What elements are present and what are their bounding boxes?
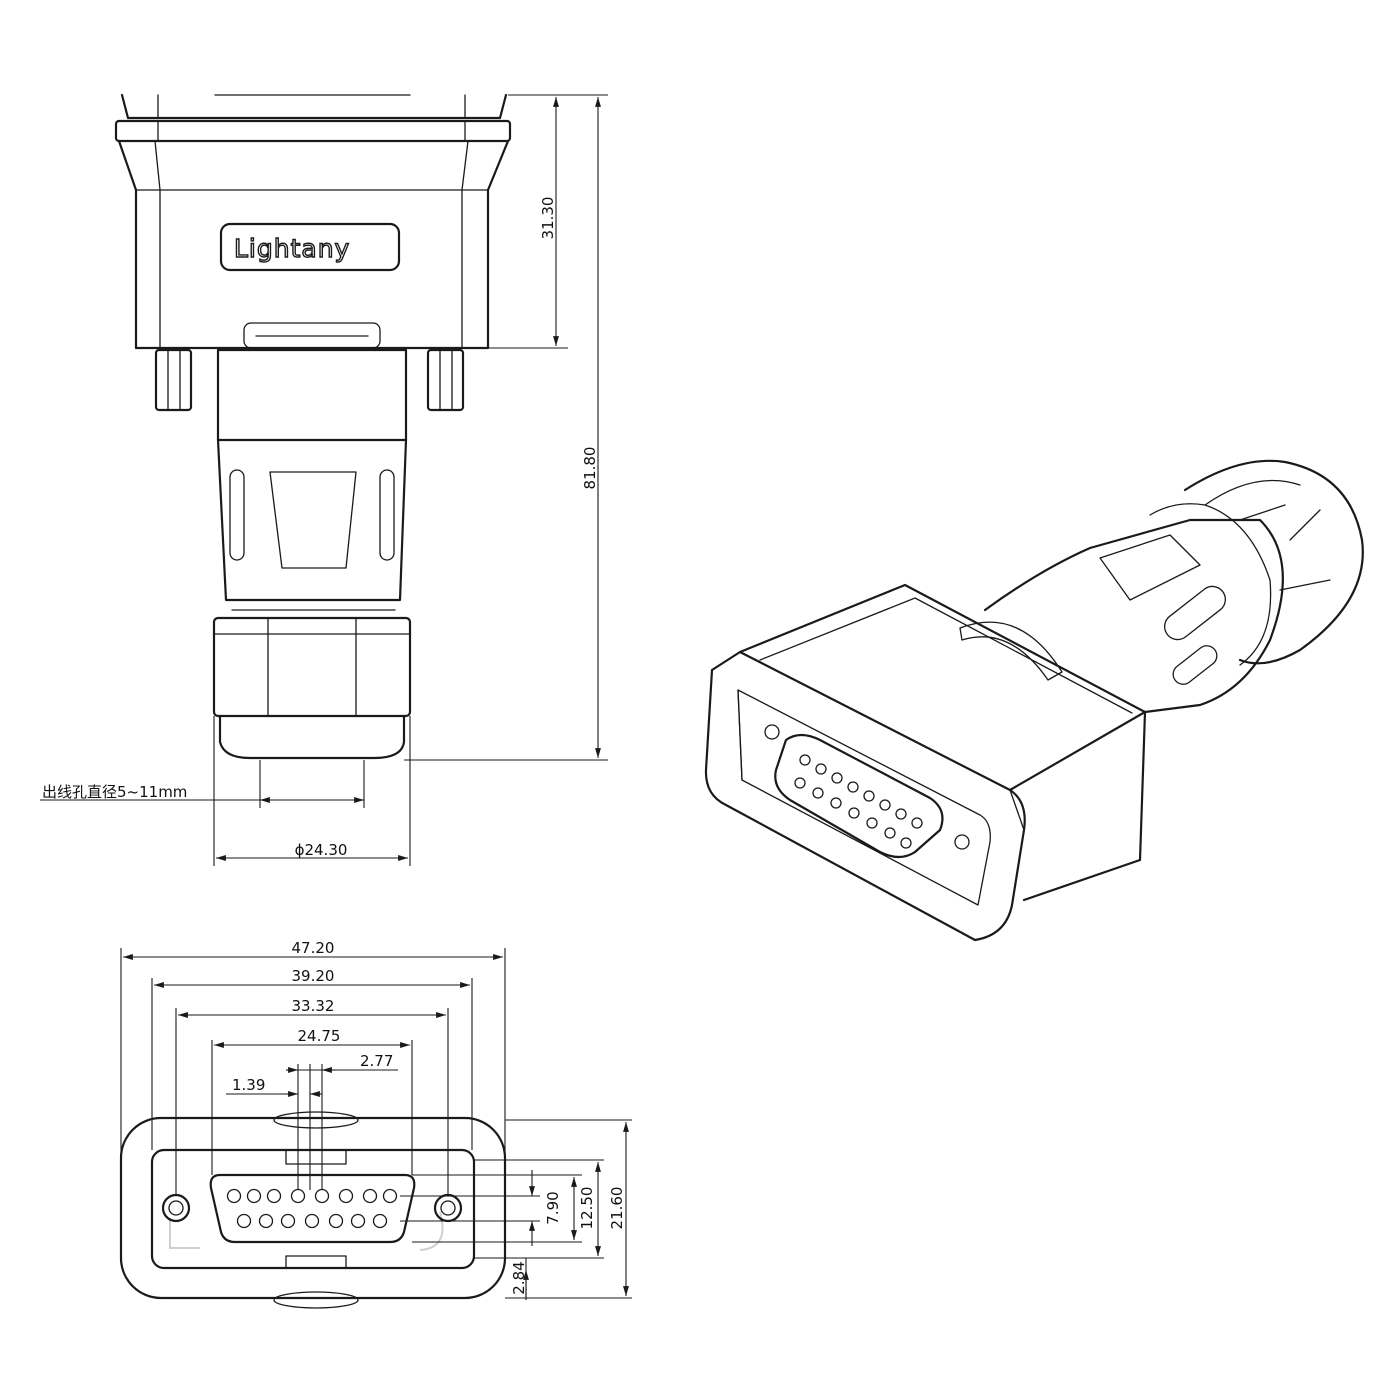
front-left-screw [161, 1193, 191, 1223]
front-right-screw [433, 1193, 463, 1223]
iso-pins [794, 754, 923, 849]
dim-pin-pitch: 2.77 [360, 1052, 393, 1070]
iso-body-top [738, 583, 1147, 792]
iso-body-side [1022, 710, 1147, 902]
left-screw [154, 348, 193, 412]
front-view [119, 1111, 507, 1309]
dim-bottom-offset: 2.84 [510, 1261, 528, 1294]
iso-latch [959, 621, 1063, 681]
sleeve-upper [216, 348, 408, 442]
hex-nut [212, 616, 412, 718]
dim-height-front: 21.60 [608, 1187, 626, 1230]
dim-height-body: 31.30 [539, 197, 557, 240]
right-screw [426, 348, 465, 412]
pin-row-bottom [236, 1213, 388, 1229]
dim-row-spacing: 7.90 [544, 1191, 562, 1224]
top-cap [120, 93, 508, 120]
front-view-dimensions: 47.20 39.20 33.32 24.75 1.39 2.77 [120, 939, 506, 1195]
iso-sleeve [983, 518, 1284, 714]
iso-screw-right [954, 834, 970, 850]
dim-width-total: 47.20 [292, 939, 335, 957]
dim-shell-width: 24.75 [298, 1027, 341, 1045]
rear-nut-top [273, 1111, 359, 1129]
dim-width-flange: 39.20 [292, 967, 335, 985]
front-housing [119, 1116, 507, 1300]
latch-tab [243, 322, 381, 349]
dim-pin-pitch-half: 1.39 [232, 1076, 265, 1094]
rear-nut-bottom [273, 1291, 359, 1309]
iso-d-sub [774, 733, 944, 859]
side-view-dimensions: 31.30 81.80 出线孔直径5~11mm ϕ24.30 [40, 94, 608, 866]
logo-badge [219, 222, 401, 272]
flange [114, 119, 512, 143]
dim-diameter-nut: ϕ24.30 [295, 841, 348, 859]
isometric-view [704, 459, 1364, 942]
side-view: Lightany [114, 93, 512, 760]
cable-seal [218, 714, 406, 760]
iso-screw-left [764, 724, 780, 740]
brand-logo: Lightany [234, 234, 350, 263]
dim-screw-pitch: 33.32 [292, 997, 335, 1015]
dim-height-total: 81.80 [581, 447, 599, 490]
cable-hole-note: 出线孔直径5~11mm [42, 783, 187, 801]
iso-front-frame [704, 650, 1026, 942]
front-recess [150, 1148, 476, 1270]
dim-shell-height: 12.50 [578, 1187, 596, 1230]
front-view-vertical-dimensions: 7.90 12.50 21.60 2.84 [400, 1119, 632, 1300]
iso-nut [1183, 459, 1364, 665]
grip-window [269, 471, 357, 569]
pin-row-top [226, 1188, 398, 1204]
d-sub-shell [209, 1173, 416, 1244]
sleeve-lower [216, 438, 408, 602]
